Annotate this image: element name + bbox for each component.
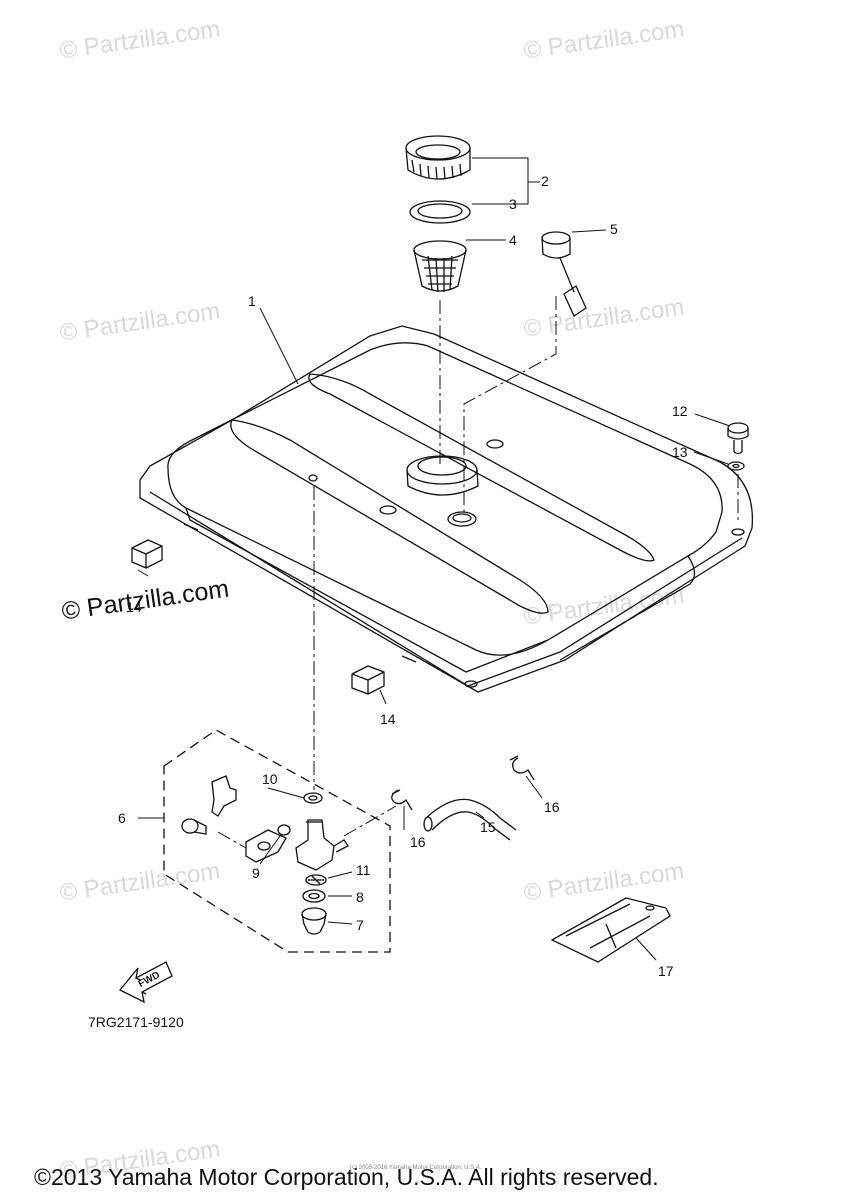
callout-11: 11 (356, 862, 371, 878)
callout-8: 8 (356, 889, 364, 905)
fuel-gauge (541, 231, 587, 317)
callout-labels: 1 2 3 4 5 6 7 8 9 10 11 12 13 14 14 15 1… (118, 173, 688, 990)
cap-gasket (409, 200, 471, 224)
callout-2: 2 (541, 173, 549, 189)
washer (727, 461, 745, 471)
fwd-label: FWD (137, 970, 162, 990)
callout-17: 17 (658, 963, 674, 979)
damper (131, 539, 163, 569)
information-bag (550, 897, 671, 963)
callout-16: 16 (410, 834, 426, 850)
callout-16: 16 (544, 799, 560, 815)
fuel-hose (423, 798, 517, 841)
fuel-strainer (413, 240, 467, 293)
callout-10: 10 (262, 771, 278, 787)
fuel-cock (181, 775, 349, 935)
callout-14: 14 (380, 711, 396, 727)
callout-4: 4 (509, 232, 517, 248)
diagram-code: 7RG2171-9120 (88, 1014, 184, 1030)
callout-3: 3 (509, 196, 517, 212)
hose-clamp (391, 789, 413, 811)
small-copyright-notice: (c) 2005-2016 Yamaha Motor Corporation, … (350, 1165, 482, 1171)
callout-14: 14 (126, 599, 142, 615)
callout-7: 7 (356, 917, 364, 933)
fuel-cock-assembly-outline (163, 729, 391, 953)
callout-12: 12 (672, 403, 688, 419)
callout-1: 1 (248, 293, 256, 309)
fuel-cap (405, 135, 471, 180)
callout-15: 15 (480, 819, 496, 835)
forward-direction-arrow (118, 961, 173, 1004)
callout-6: 6 (118, 810, 126, 826)
fuel-tank (139, 325, 754, 693)
copyright-footer: ©2013 Yamaha Motor Corporation, U.S.A. A… (34, 1164, 659, 1190)
hose-clamp (509, 755, 535, 781)
callout-13: 13 (672, 444, 688, 460)
callout-5: 5 (610, 221, 618, 237)
damper (351, 665, 385, 695)
bolt (727, 422, 749, 455)
callout-9: 9 (252, 865, 260, 881)
